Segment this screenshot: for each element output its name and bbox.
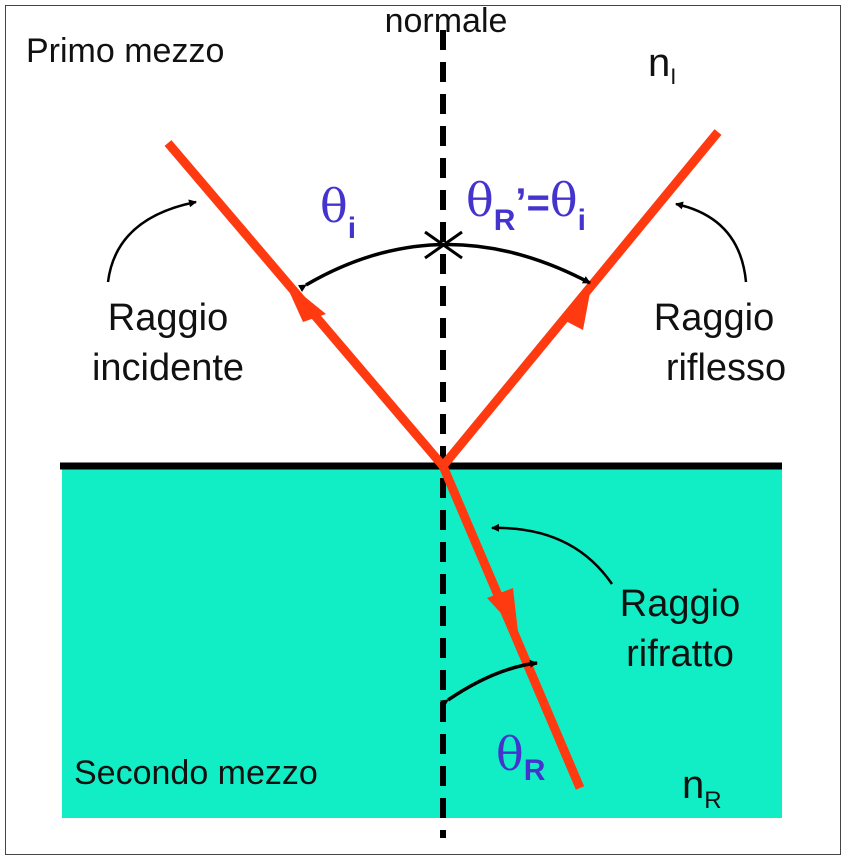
theta-i-label: θi xyxy=(320,179,356,245)
second-medium-region xyxy=(62,468,782,818)
incidence-reflection-angle-arc xyxy=(297,242,591,292)
refraction-angle-arc xyxy=(439,659,538,708)
theta-r-label: θR xyxy=(496,727,546,787)
refracted-label-pointer xyxy=(491,523,614,585)
refracted-ray-arrow xyxy=(487,588,518,632)
first-medium-label: Primo mezzo xyxy=(26,32,224,70)
n-second-label: nR xyxy=(682,763,722,814)
incident-ray-label-line2: incidente xyxy=(92,347,244,389)
angle-tick-mark-2 xyxy=(424,230,463,260)
incident-ray-arrow xyxy=(284,280,326,322)
reflected-ray-label-line2: riflesso xyxy=(666,347,786,389)
n-first-label: nI xyxy=(648,41,676,89)
reflected-ray-label-line1: Raggio xyxy=(654,297,774,339)
incident-label-pointer xyxy=(106,199,197,283)
refracted-ray-label-line1: Raggio xyxy=(620,583,740,625)
second-medium-label: Secondo mezzo xyxy=(74,754,318,792)
incident-ray-label-line1: Raggio xyxy=(108,297,228,339)
refracted-ray-label-line2: rifratto xyxy=(626,633,734,675)
reflected-label-pointer xyxy=(675,201,748,283)
refracted-ray xyxy=(438,464,585,790)
theta-reflection-label: θR’=θi xyxy=(466,173,586,237)
reflected-ray-arrow xyxy=(560,282,592,330)
normal-label: normale xyxy=(385,2,508,40)
